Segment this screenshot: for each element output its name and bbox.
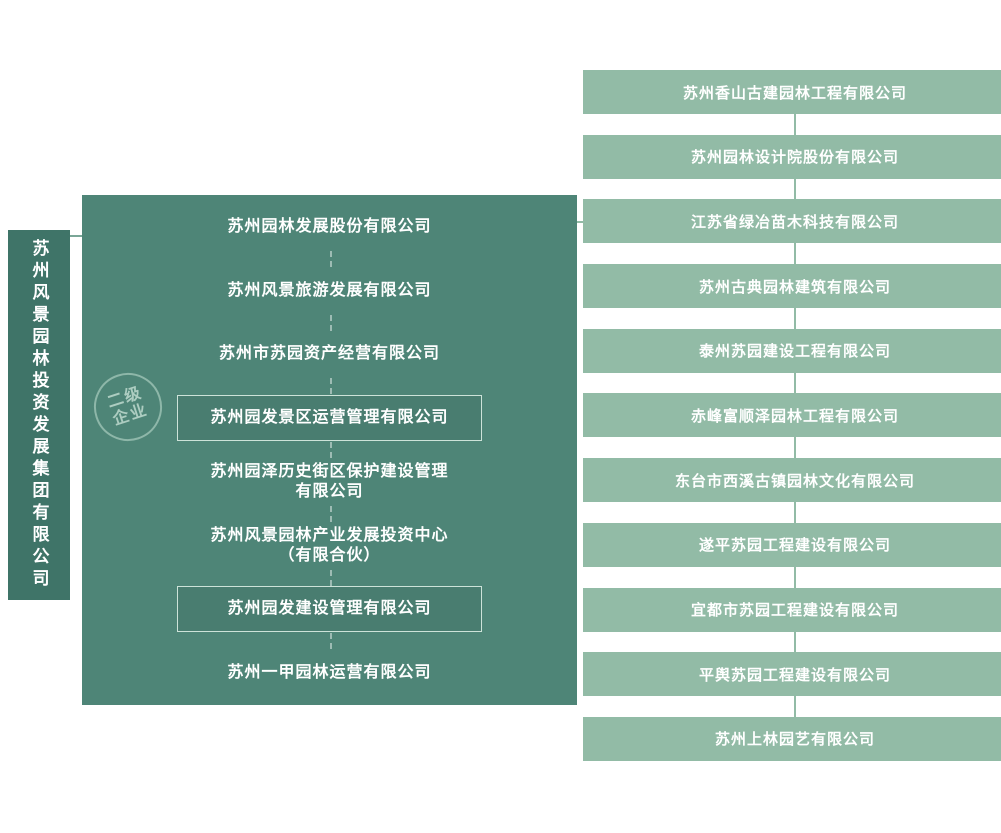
level3-company-label: 遂平苏园工程建设有限公司 <box>698 537 891 555</box>
subsidiary-row: 苏州园发建设管理有限公司 <box>82 569 577 642</box>
root-to-panel-connector-line <box>70 235 82 237</box>
level3-company-box: 江苏省绿冶苗木科技有限公司 <box>583 199 1001 265</box>
level3-company-box: 宜都市苏园工程建设有限公司 <box>583 587 1001 653</box>
panel-to-level3-connector-line <box>577 221 583 223</box>
subsidiary-company-label: 苏州园泽历史街区保护建设管理 有限公司 <box>210 462 449 500</box>
level3-company-box: 泰州苏园建设工程有限公司 <box>583 328 1001 394</box>
level3-company-label: 宜都市苏园工程建设有限公司 <box>690 602 899 619</box>
subsidiary-row: 苏州园泽历史街区保护建设管理 有限公司 <box>82 442 577 514</box>
subsidiary-row: 苏州一甲园林运营有限公司 <box>82 633 577 705</box>
subsidiary-company-label: 苏州风景园林产业发展投资中心 （有限合伙） <box>210 526 449 564</box>
level3-company-box: 苏州香山古建园林工程有限公司 <box>583 70 1001 135</box>
level2-subsidiaries-panel: 苏州园林发展股份有限公司 苏州风景旅游发展有限公司 苏州市苏园资产经营有限公司 … <box>82 195 577 705</box>
level3-company-label: 苏州园林设计院股份有限公司 <box>690 149 899 167</box>
subsidiary-company-label: 苏州园发景区运营管理有限公司 <box>177 395 482 442</box>
level3-company-box: 东台市西溪古镇园林文化有限公司 <box>583 458 1001 524</box>
level3-company-box: 遂平苏园工程建设有限公司 <box>583 522 1001 588</box>
level3-company-label: 苏州上林园艺有限公司 <box>714 731 875 749</box>
level3-company-label: 赤峰富顺泽园林工程有限公司 <box>690 407 899 425</box>
subsidiary-row: 苏州风景旅游发展有限公司 <box>82 250 577 323</box>
subsidiary-row: 苏州市苏园资产经营有限公司 <box>82 314 577 387</box>
level3-company-label: 苏州古典园林建筑有限公司 <box>698 278 891 296</box>
level3-company-label: 泰州苏园建设工程有限公司 <box>698 343 891 361</box>
subsidiary-row: 苏州风景园林产业发展投资中心 （有限合伙） <box>82 505 577 578</box>
subsidiary-company-label: 苏州市苏园资产经营有限公司 <box>218 345 440 363</box>
level3-companies-column: 苏州香山古建园林工程有限公司 苏州园林设计院股份有限公司 江苏省绿冶苗木科技有限… <box>583 70 1001 761</box>
level3-company-box: 苏州上林园艺有限公司 <box>583 716 1001 761</box>
level3-company-box: 苏州园林设计院股份有限公司 <box>583 134 1001 200</box>
level3-company-label: 平舆苏园工程建设有限公司 <box>698 666 891 684</box>
level3-company-box: 平舆苏园工程建设有限公司 <box>583 652 1001 718</box>
level3-company-label: 江苏省绿冶苗木科技有限公司 <box>690 213 899 231</box>
subsidiary-company-label: 苏州一甲园林运营有限公司 <box>227 664 432 682</box>
subsidiary-company-label: 苏州风景旅游发展有限公司 <box>227 281 432 299</box>
root-company-label: 苏州风景园林投资发展集团有限公司 <box>29 239 49 591</box>
level3-company-box: 苏州古典园林建筑有限公司 <box>583 264 1001 330</box>
subsidiary-row: 苏州园林发展股份有限公司 <box>82 195 577 259</box>
level3-company-label: 东台市西溪古镇园林文化有限公司 <box>674 472 915 490</box>
subsidiary-company-label: 苏州园发建设管理有限公司 <box>177 586 482 633</box>
root-company-box: 苏州风景园林投资发展集团有限公司 <box>8 230 70 600</box>
subsidiary-company-label: 苏州园林发展股份有限公司 <box>227 217 432 235</box>
level3-company-box: 赤峰富顺泽园林工程有限公司 <box>583 393 1001 459</box>
subsidiary-row: 苏州园发景区运营管理有限公司 <box>82 378 577 450</box>
level3-company-label: 苏州香山古建园林工程有限公司 <box>682 84 907 102</box>
